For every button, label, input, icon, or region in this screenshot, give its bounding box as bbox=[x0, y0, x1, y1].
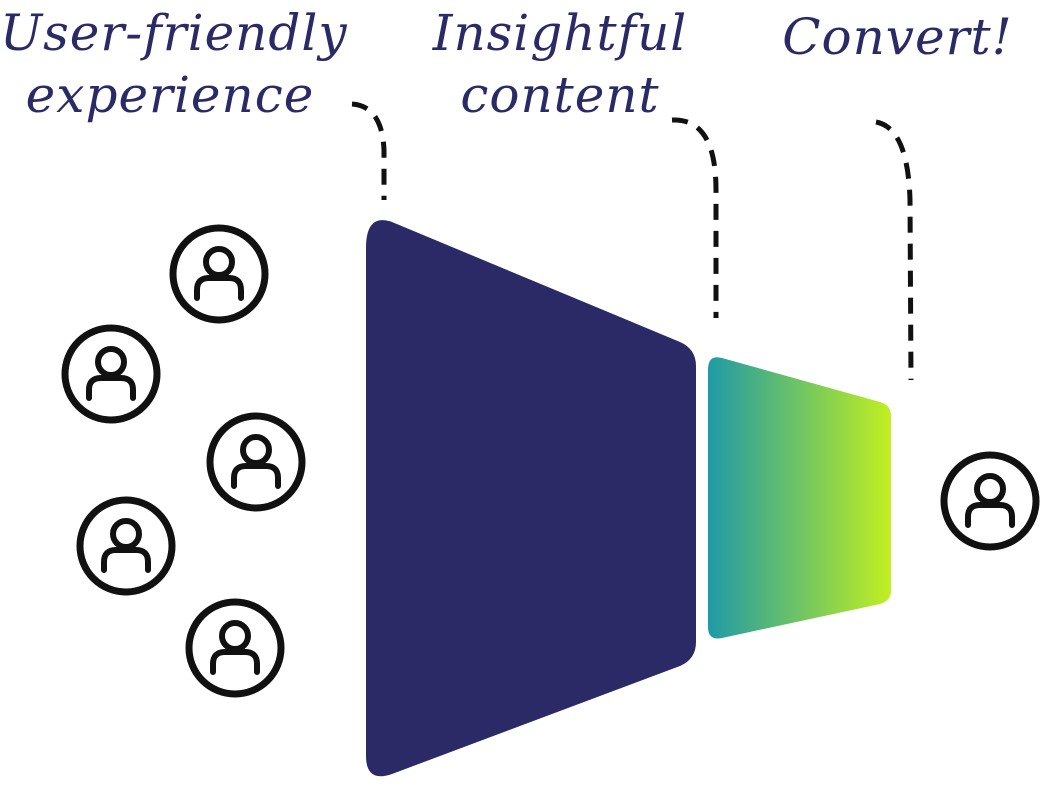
user-icon bbox=[173, 228, 265, 320]
user-icon bbox=[944, 455, 1036, 547]
funnel-stage-gradient bbox=[708, 357, 891, 639]
dashed-connector bbox=[351, 101, 387, 200]
stage-label-line: Convert! bbox=[782, 8, 1013, 66]
stage-label-line: User-friendly bbox=[0, 4, 348, 62]
stage-label-line: experience bbox=[25, 66, 315, 124]
stage-label-line: content bbox=[460, 66, 660, 124]
user-icon bbox=[189, 602, 281, 694]
user-icon bbox=[210, 416, 302, 508]
dashed-connector bbox=[671, 117, 719, 318]
user-icon bbox=[65, 328, 157, 420]
dashed-connector bbox=[875, 119, 914, 381]
user-icon bbox=[80, 500, 172, 592]
stage-label-convert: Convert! bbox=[780, 6, 1015, 68]
stage-label-line: Insightful bbox=[432, 4, 688, 62]
stage-label-insightful-content: Insightful content bbox=[425, 2, 695, 126]
stage-label-user-friendly-experience: User-friendly experience bbox=[0, 2, 348, 126]
funnel-stage-main bbox=[366, 220, 696, 777]
